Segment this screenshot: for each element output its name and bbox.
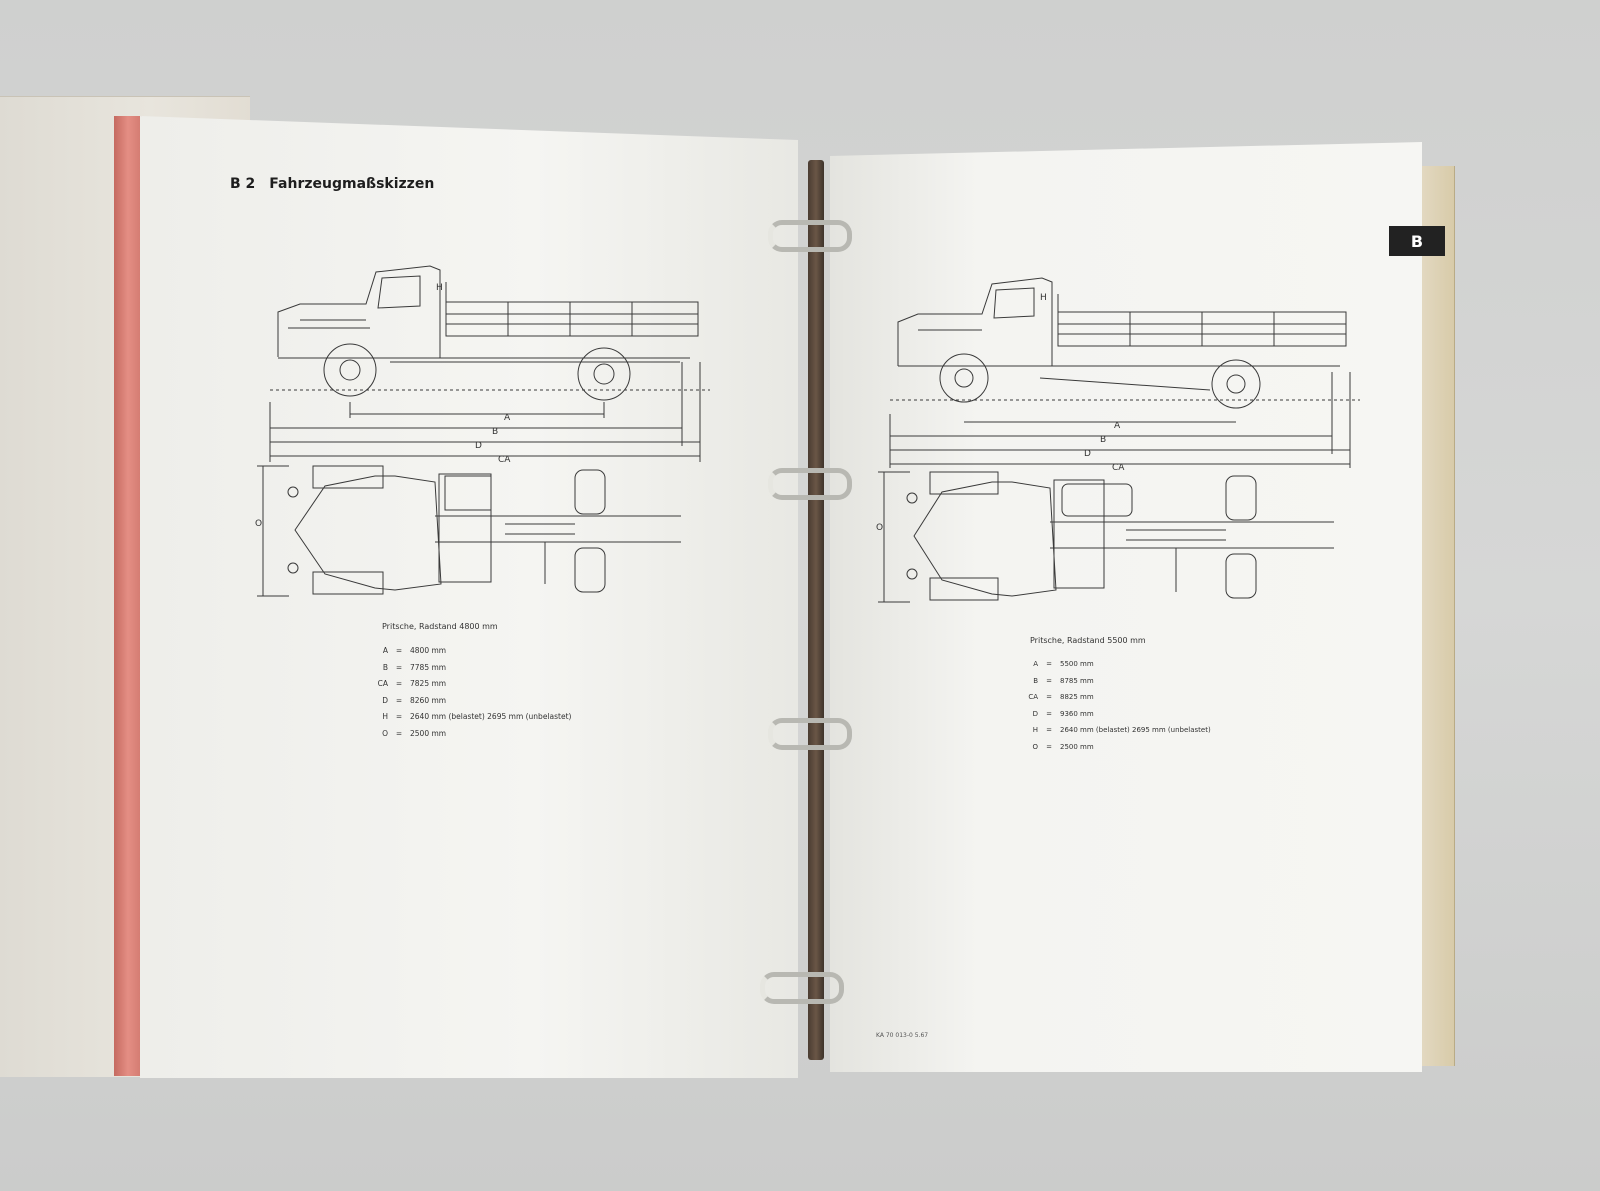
left-dim-h-label: H <box>436 283 443 293</box>
left-side-view-drawing: H A B D CA <box>269 265 710 465</box>
section-heading: B 2 Fahrzeugmaßskizzen <box>230 176 434 192</box>
right-dim-ca-label: CA <box>1112 463 1125 473</box>
binder-red-edge <box>114 116 142 1076</box>
right-dim-h-label: H <box>1040 293 1047 303</box>
list-item: D=8260 mm <box>382 695 447 705</box>
section-title: Fahrzeugmaßskizzen <box>269 176 435 192</box>
binder-ring <box>760 972 844 1004</box>
right-side-view-drawing: H A B D CA <box>889 277 1360 473</box>
page-stack-edge <box>1420 166 1455 1066</box>
left-top-view-drawing: O <box>255 465 681 597</box>
binder-ring <box>768 718 852 750</box>
list-item: H=2640 mm (belastet) 2695 mm (unbelastet… <box>1032 726 1211 735</box>
right-dim-o-label: O <box>876 523 883 533</box>
right-caption: Pritsche, Radstand 5500 mm <box>1030 636 1146 645</box>
list-item: CA=8825 mm <box>1028 693 1094 702</box>
section-code: B 2 <box>230 176 256 192</box>
list-item: O=2500 mm <box>1032 742 1094 751</box>
left-caption: Pritsche, Radstand 4800 mm <box>382 622 498 631</box>
binder-spine <box>808 160 824 1060</box>
left-dim-b-label: B <box>492 427 498 437</box>
list-item: B=8785 mm <box>1033 676 1094 685</box>
list-item: H=2640 mm (belastet) 2695 mm (unbelastet… <box>382 712 572 722</box>
left-dim-ca-label: CA <box>498 455 511 465</box>
right-dim-a-label: A <box>1114 421 1121 431</box>
section-tab[interactable]: B <box>1389 226 1445 256</box>
list-item: O=2500 mm <box>382 728 447 738</box>
right-spec-list: A=5500 mm B=8785 mm CA=8825 mm D=9360 mm… <box>1024 660 1211 760</box>
list-item: CA=7825 mm <box>377 679 447 689</box>
list-item: B=7785 mm <box>382 662 447 672</box>
binder-ring <box>768 220 852 252</box>
binder-ring <box>768 468 852 500</box>
left-page <box>140 116 798 1078</box>
list-item: A=4800 mm <box>382 646 447 655</box>
right-dim-b-label: B <box>1100 435 1106 445</box>
left-dim-o-label: O <box>255 519 262 529</box>
list-item: A=5500 mm <box>1033 660 1094 668</box>
left-spec-list: A=4800 mm B=7785 mm CA=7825 mm D=8260 mm… <box>374 646 572 746</box>
left-dim-a-label: A <box>504 413 511 423</box>
left-dim-d-label: D <box>475 441 482 451</box>
right-page <box>830 142 1422 1072</box>
page-footer-code: KA 70 013-0 5.67 <box>876 1032 929 1039</box>
right-top-view-drawing: O <box>876 471 1334 603</box>
list-item: D=9360 mm <box>1032 709 1094 718</box>
right-dim-d-label: D <box>1084 449 1091 459</box>
